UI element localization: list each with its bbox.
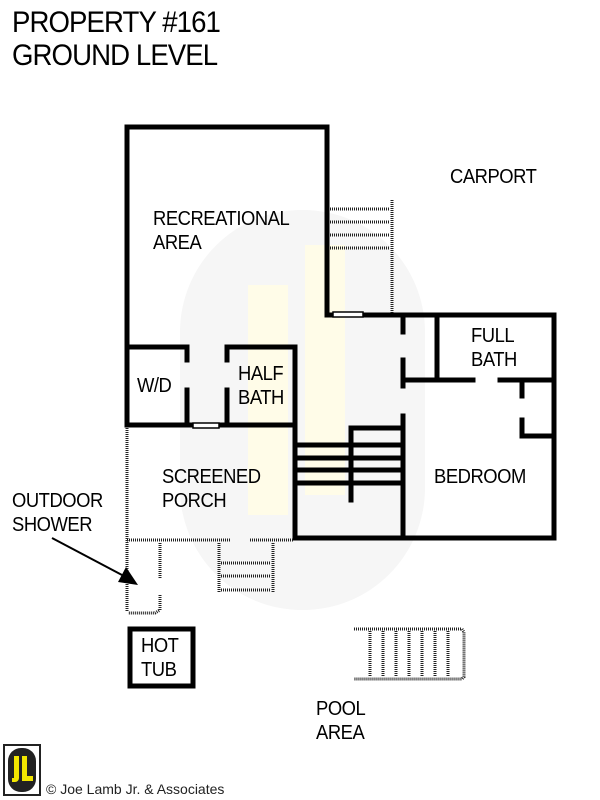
watermark-logo xyxy=(180,210,425,610)
label-outdoor-shower: OUTDOOR SHOWER xyxy=(12,490,103,536)
carport-stairs xyxy=(330,200,394,313)
label-carport: CARPORT xyxy=(450,166,537,188)
label-hot-tub: HOT TUB xyxy=(141,635,179,681)
label-pool-area: POOL AREA xyxy=(316,698,366,744)
title-level: GROUND LEVEL xyxy=(12,39,218,72)
windows xyxy=(192,311,364,429)
company-logo xyxy=(3,744,41,796)
screened-porch-outline xyxy=(125,428,294,615)
walls xyxy=(124,124,557,689)
title-property: PROPERTY #161 xyxy=(12,6,221,39)
jl-logo-icon xyxy=(8,748,36,792)
label-full-bath: FULL BATH xyxy=(471,325,517,371)
label-screened-porch: SCREENED PORCH xyxy=(162,466,261,512)
label-recreational-area: RECREATIONAL AREA xyxy=(153,208,290,254)
pool-stairs xyxy=(354,627,466,681)
label-wd: W/D xyxy=(137,375,172,397)
outdoor-shower-arrow xyxy=(51,537,138,585)
page-title: PROPERTY #161 GROUND LEVEL xyxy=(12,6,221,72)
label-bedroom: BEDROOM xyxy=(434,466,526,488)
copyright-text: © Joe Lamb Jr. & Associates xyxy=(46,781,225,797)
label-half-bath: HALF BATH xyxy=(238,363,284,409)
